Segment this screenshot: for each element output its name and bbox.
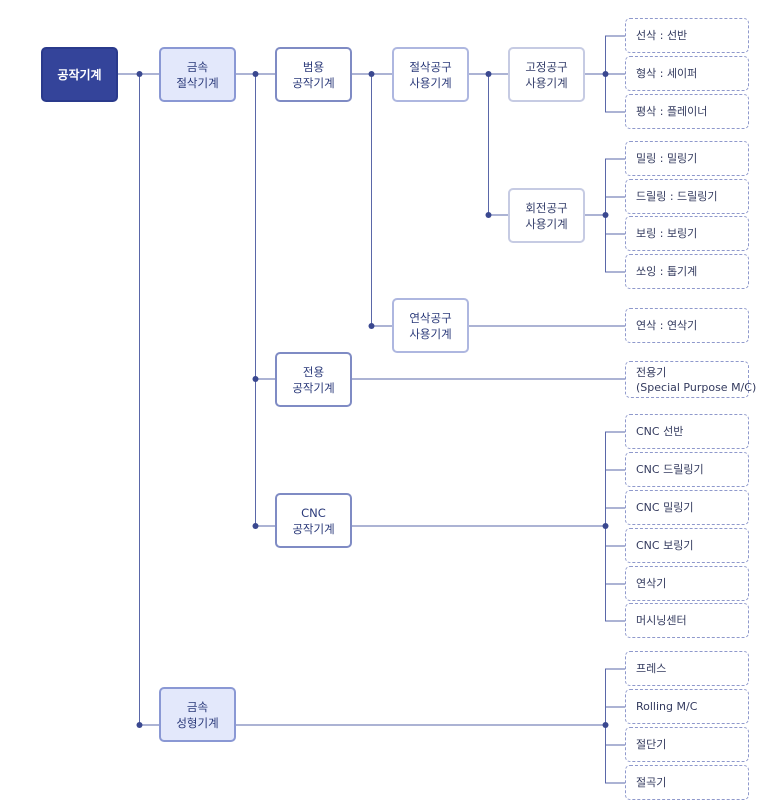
leaf-rolling-mc: Rolling M/C xyxy=(625,689,749,724)
leaf-bending-machine: 절곡기 xyxy=(625,765,749,800)
leaf-milling: 밀링 : 밀링기 xyxy=(625,141,749,176)
leaf-press: 프레스 xyxy=(625,651,749,686)
junction-dot xyxy=(485,212,492,218)
leaf-cnc-lathe: CNC 선반 xyxy=(625,414,749,449)
node-rotating-tool-label: 회전공구 사용기계 xyxy=(525,200,568,231)
leaf-cnc-boring: CNC 보링기 xyxy=(625,528,749,563)
leaf-machining-center: 머시닝센터 xyxy=(625,603,749,638)
junction-dot xyxy=(485,71,492,77)
node-machine-tool-label: 공작기계 xyxy=(57,67,102,82)
node-metal-cutting-label: 금속 절삭기계 xyxy=(176,59,219,90)
junction-dot xyxy=(252,523,259,529)
junction-dot xyxy=(602,722,609,728)
node-grinding-tool-label: 연삭공구 사용기계 xyxy=(409,310,452,341)
node-cnc: CNC 공작기계 xyxy=(275,493,352,548)
junction-dot xyxy=(602,71,609,77)
node-dedicated: 전용 공작기계 xyxy=(275,352,352,407)
junction-dot xyxy=(252,376,259,382)
node-rotating-tool: 회전공구 사용기계 xyxy=(508,188,585,243)
junction-dot xyxy=(136,722,143,728)
node-cnc-label: CNC 공작기계 xyxy=(292,505,335,536)
node-cutting-tool-label: 절삭공구 사용기계 xyxy=(409,59,452,90)
node-machine-tool: 공작기계 xyxy=(41,47,118,102)
leaf-cnc-drilling: CNC 드릴링기 xyxy=(625,452,749,487)
junction-dot xyxy=(602,212,609,218)
leaf-cnc-grinder: 연삭기 xyxy=(625,566,749,601)
node-general-purpose: 범용 공작기계 xyxy=(275,47,352,102)
junction-dot xyxy=(368,71,375,77)
leaf-planing: 평삭 : 플레이너 xyxy=(625,94,749,129)
leaf-sawing: 쏘잉 : 톱기계 xyxy=(625,254,749,289)
node-grinding-tool: 연삭공구 사용기계 xyxy=(392,298,469,353)
node-general-purpose-label: 범용 공작기계 xyxy=(292,59,335,90)
junction-dot xyxy=(602,523,609,529)
node-metal-cutting: 금속 절삭기계 xyxy=(159,47,236,102)
node-dedicated-label: 전용 공작기계 xyxy=(292,364,335,395)
leaf-grinding: 연삭 : 연삭기 xyxy=(625,308,749,343)
junction-dot xyxy=(368,323,375,329)
leaf-special-purpose: 전용기 (Special Purpose M/C) xyxy=(625,361,756,398)
leaf-boring: 보링 : 보링기 xyxy=(625,216,749,251)
junction-dot xyxy=(136,71,143,77)
node-metal-forming-label: 금속 성형기계 xyxy=(176,699,219,730)
leaf-shaping: 형삭 : 세이퍼 xyxy=(625,56,749,91)
node-metal-forming: 금속 성형기계 xyxy=(159,687,236,742)
node-fixed-tool-label: 고정공구 사용기계 xyxy=(525,59,568,90)
node-cutting-tool: 절삭공구 사용기계 xyxy=(392,47,469,102)
leaf-drilling: 드릴링 : 드릴링기 xyxy=(625,179,749,214)
leaf-cnc-milling: CNC 밀링기 xyxy=(625,490,749,525)
leaf-cutting-machine: 절단기 xyxy=(625,727,749,762)
node-fixed-tool: 고정공구 사용기계 xyxy=(508,47,585,102)
leaf-turning: 선삭 : 선반 xyxy=(625,18,749,53)
junction-dot xyxy=(252,71,259,77)
